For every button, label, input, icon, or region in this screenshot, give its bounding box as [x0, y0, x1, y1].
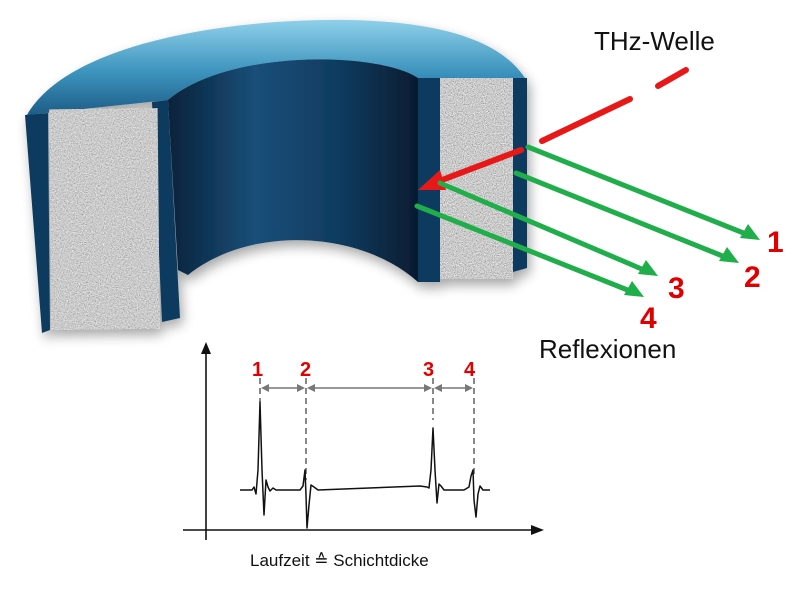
reflection-number-3: 3	[668, 272, 685, 305]
reflection-3-arrowhead	[638, 260, 658, 276]
interval-3-4-arrowhead-right	[465, 384, 473, 392]
thz-wave-dash-3	[439, 147, 524, 183]
x-axis-label: Laufzeit ≙ Schichtdicke	[250, 551, 429, 570]
reflection-4-arrowhead	[624, 281, 644, 297]
reflection-4-line	[414, 203, 633, 294]
reflection-number-4: 4	[640, 302, 657, 335]
thz-wave-dash-2	[539, 96, 633, 144]
interval-2-3-arrowhead-right	[424, 384, 432, 392]
left-coating-inner	[152, 100, 180, 322]
peak-number-1: 1	[252, 359, 263, 381]
left-coating-outer	[25, 113, 50, 333]
interval-arrows	[261, 384, 473, 392]
plot-y-axis-arrowhead	[201, 342, 211, 354]
coated-ring-illustration	[25, 19, 527, 333]
reflection-3-line	[437, 180, 647, 273]
ring-inner-bore	[168, 59, 418, 282]
plot-x-axis-arrowhead	[531, 525, 544, 535]
peak-number-4: 4	[464, 359, 476, 381]
ring-top-surface	[27, 19, 525, 115]
thz-wave-label: THz-Welle	[594, 26, 715, 56]
interval-1-2-arrowhead-left	[261, 384, 269, 392]
reflection-beams	[414, 144, 760, 297]
reflection-2-arrowhead	[719, 247, 739, 263]
interval-3-4-arrowhead-left	[434, 384, 442, 392]
reflection-2-line	[513, 170, 728, 260]
reflections-label: Reflexionen	[539, 334, 676, 364]
interval-1-2-arrowhead-right	[297, 384, 305, 392]
peak-number-3: 3	[423, 359, 434, 381]
thz-wave-dash-1	[655, 67, 689, 89]
left-substrate	[49, 108, 160, 330]
interval-2-3-arrowhead-left	[307, 384, 315, 392]
signal-trace	[240, 401, 490, 529]
reflection-1-arrowhead	[740, 224, 760, 240]
thz-wave-beam	[418, 67, 689, 190]
reflection-number-2: 2	[744, 261, 761, 294]
reflection-1-line	[525, 144, 749, 237]
reflection-number-1: 1	[767, 226, 784, 259]
signal-plot: 1 2 3 4 Laufzeit ≙ Schichtdicke	[183, 342, 544, 570]
peak-number-2: 2	[300, 359, 311, 381]
